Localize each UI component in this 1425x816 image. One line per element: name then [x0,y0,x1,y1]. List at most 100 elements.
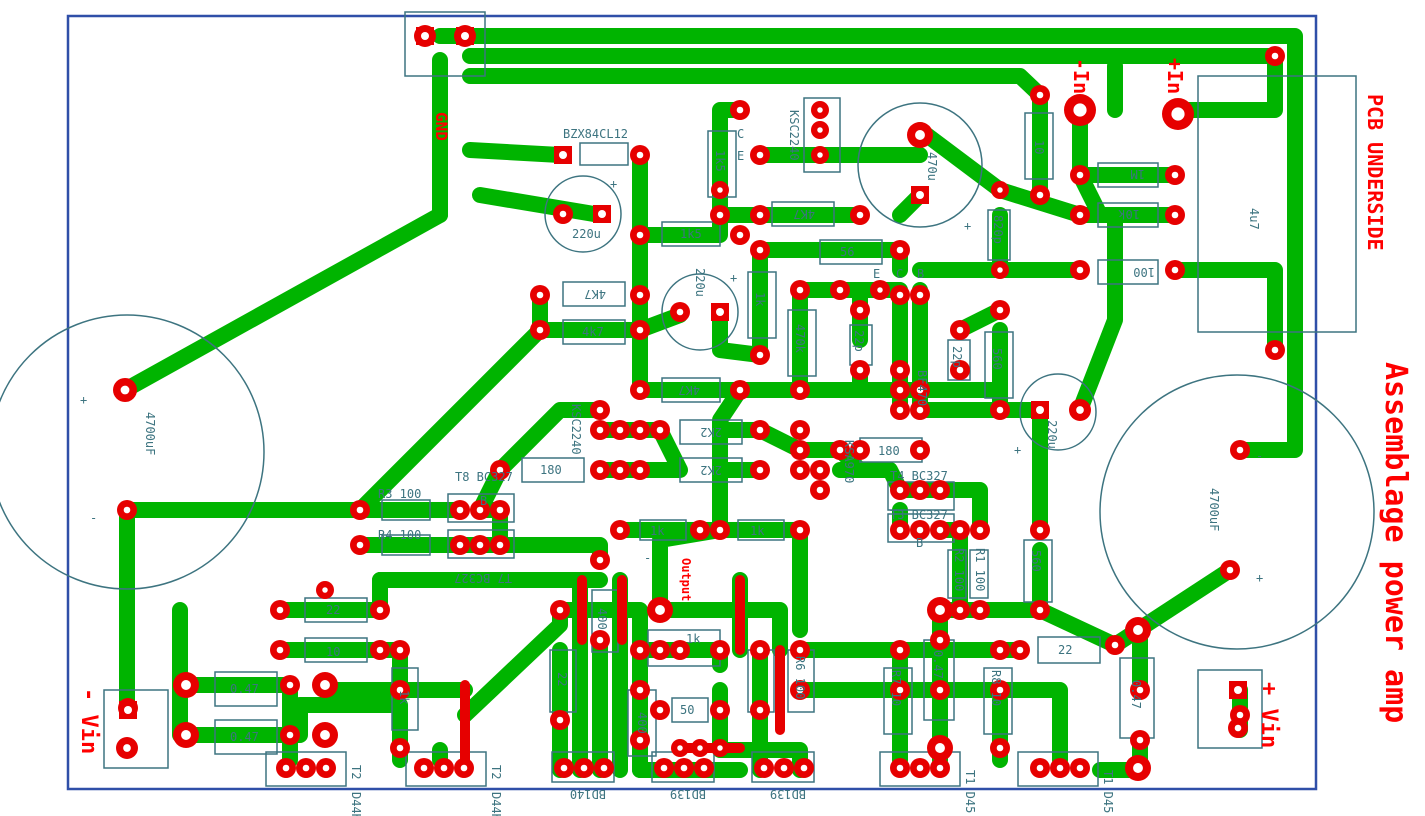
pad-hole [796,386,804,394]
pad-hole [935,605,945,615]
r-1k-pot-label: 1k [753,292,767,307]
bd139-a-label: BD139 [670,787,706,801]
pad-hole [655,605,665,615]
cap-4u7-label: 4u7 [1247,208,1261,230]
r-22-a-label: 22 [326,603,340,617]
pad-hole [556,716,564,724]
gnd-label: GND [432,112,451,141]
pad-hole [956,606,964,614]
pad-hole [896,366,904,374]
pad-hole [716,526,724,534]
pad-hole [282,764,290,772]
pad-hole [856,306,864,314]
pin-b-3: B [916,536,923,550]
r-047-b-label: 0.47 [230,730,259,744]
pad-hole [1036,526,1044,534]
pad-hole [476,506,484,514]
pad-hole [636,646,644,654]
pad-hole [936,486,944,494]
pad-hole [1036,764,1044,772]
pad-hole [1133,763,1143,773]
r-4k7-d-label: 4K7 [678,383,700,397]
pad-hole [996,306,1004,314]
pad-hole [120,385,130,395]
pad-hole [1076,406,1084,414]
pad-hole [916,386,924,394]
pad-hole [656,426,664,434]
pad-hole [796,446,804,454]
pad-hole [596,406,604,414]
pad-hole [1036,406,1044,414]
r-1k-c-label: 1k [686,632,701,646]
board-outline [66,14,1318,791]
r-22-b-label: 22 [555,672,569,686]
pad-hole [916,446,924,454]
pad-hole [636,466,644,474]
plus-sign-3: + [610,177,617,191]
pad-hole [716,646,724,654]
pad-hole [536,291,544,299]
pad-hole [456,506,464,514]
pad-hole [996,406,1004,414]
r-047-c-label: 0.47 [1129,680,1143,709]
r-22-c-label: 22 [1058,643,1072,657]
pad-hole [616,526,624,534]
t2a-label: T2 [349,765,363,779]
pad-hole [600,764,608,772]
pad-hole [496,541,504,549]
pad-hole [1076,171,1084,179]
pad-hole [660,764,668,772]
pad-hole [956,366,964,374]
pad-hole [536,326,544,334]
pad-hole [1056,764,1064,772]
output-label: Output [679,558,693,601]
pad-hole [376,606,384,614]
pad-hole [976,606,984,614]
pad-hole [636,231,644,239]
plus-sign-6: + [1014,443,1021,457]
pad-hole [796,686,804,694]
pad-hole [1226,566,1234,574]
minus-sign-1: - [90,511,97,525]
pad-hole [596,466,604,474]
pad-hole [760,764,768,772]
r-047-a-label: 0.47 [230,682,259,696]
minus-sign-3: - [644,551,651,565]
pad-hole [461,32,469,40]
plus-in-label: +In [1163,58,1187,94]
t1a-label: T1 D45 [963,770,977,813]
pad-hole [696,526,704,534]
pad-hole [616,426,624,434]
pad-hole [396,686,404,694]
pad-hole [1136,736,1144,744]
pad-hole [916,764,924,772]
pad-hole [756,211,764,219]
pad-hole [421,32,429,40]
t1b-label: T1 D45 [1101,770,1115,813]
pad-hole [816,486,824,494]
r-1k5-h-label: 1k5 [680,227,702,241]
pad-hole [756,351,764,359]
pad-hole [1036,191,1044,199]
pad-hole [636,686,644,694]
plus-sign-2: + [1256,571,1263,585]
pad-hole [916,526,924,534]
pin-c-2: C [896,267,903,281]
pad-hole [636,291,644,299]
pad-hole [915,130,925,140]
pad-hole [936,686,944,694]
pad-hole [717,187,723,193]
r-560-b-label: 560 [1029,550,1043,572]
pad-hole [716,706,724,714]
pad-hole [656,646,664,654]
pad-hole [559,210,567,218]
cap-220u-right-label: 220u [1045,420,1059,449]
pad-hole [181,730,191,740]
pad-hole [796,286,804,294]
pad-hole [935,743,945,753]
pad-hole [123,506,131,514]
r-4k7-c-label: 4K7 [793,207,815,221]
ksc2240-a-label: KSC2240 [787,110,801,161]
pad-hole [1271,346,1279,354]
